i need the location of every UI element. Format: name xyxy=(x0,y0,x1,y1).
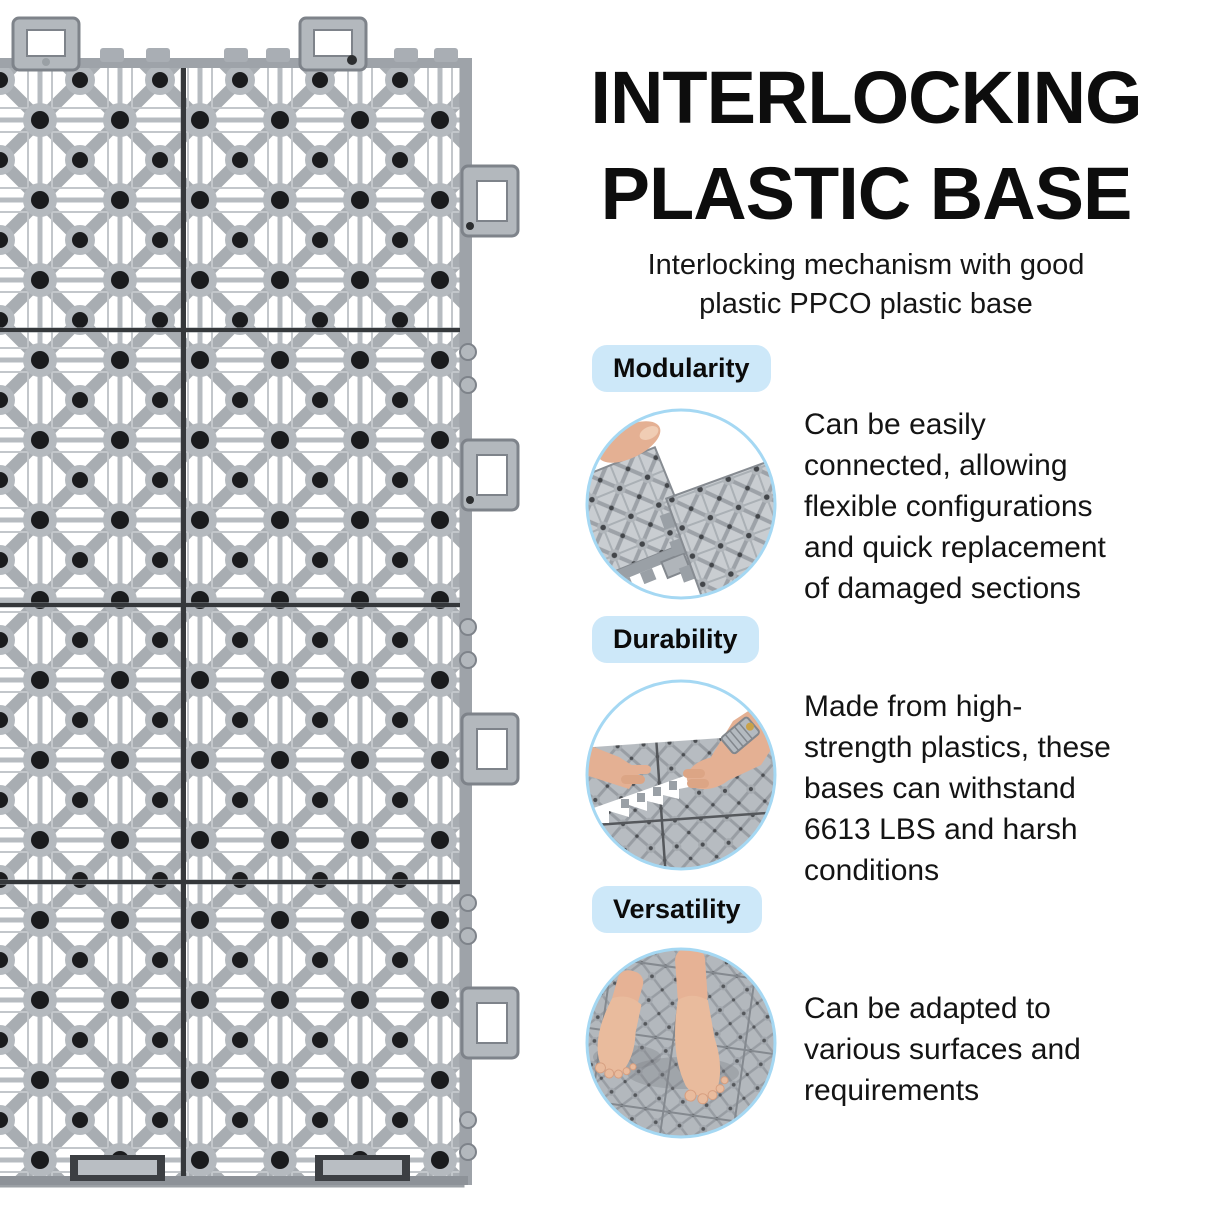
side-loop-tab xyxy=(460,712,520,786)
finger-graphic xyxy=(597,421,661,463)
watch-graphic xyxy=(720,716,760,755)
modularity-image xyxy=(583,406,779,602)
tile-grid-graphic xyxy=(0,16,520,1188)
page-title: INTERLOCKING PLASTIC BASE xyxy=(590,56,1142,235)
durability-text: Made from high- strength plastics, these… xyxy=(804,690,1111,887)
left-foot-graphic xyxy=(594,970,644,1079)
versatility-text: Can be adapted to various surfaces and r… xyxy=(804,992,1081,1107)
badge-versatility: Versatility xyxy=(592,886,762,933)
modularity-text: Can be easily connected, allowing flexib… xyxy=(804,408,1106,605)
badge-modularity: Modularity xyxy=(592,345,771,392)
versatility-image xyxy=(583,945,779,1141)
right-arm-graphic xyxy=(683,691,776,790)
top-loop-tab xyxy=(11,16,81,72)
page-subtitle: Interlocking mechanism with good plastic… xyxy=(647,249,1085,320)
side-loop-tab xyxy=(460,164,520,238)
top-loop-tab xyxy=(298,16,368,72)
durability-image xyxy=(583,677,779,873)
badge-durability: Durability xyxy=(592,616,759,663)
side-loop-tab xyxy=(460,438,520,512)
right-foot-graphic xyxy=(675,948,729,1105)
tiles-connecting-graphic xyxy=(585,408,777,600)
tile-product-image xyxy=(0,0,520,1190)
side-loop-tab xyxy=(460,986,520,1060)
hands-pressing-tiles-graphic xyxy=(585,679,777,871)
feet-on-tiles-graphic xyxy=(585,947,777,1139)
